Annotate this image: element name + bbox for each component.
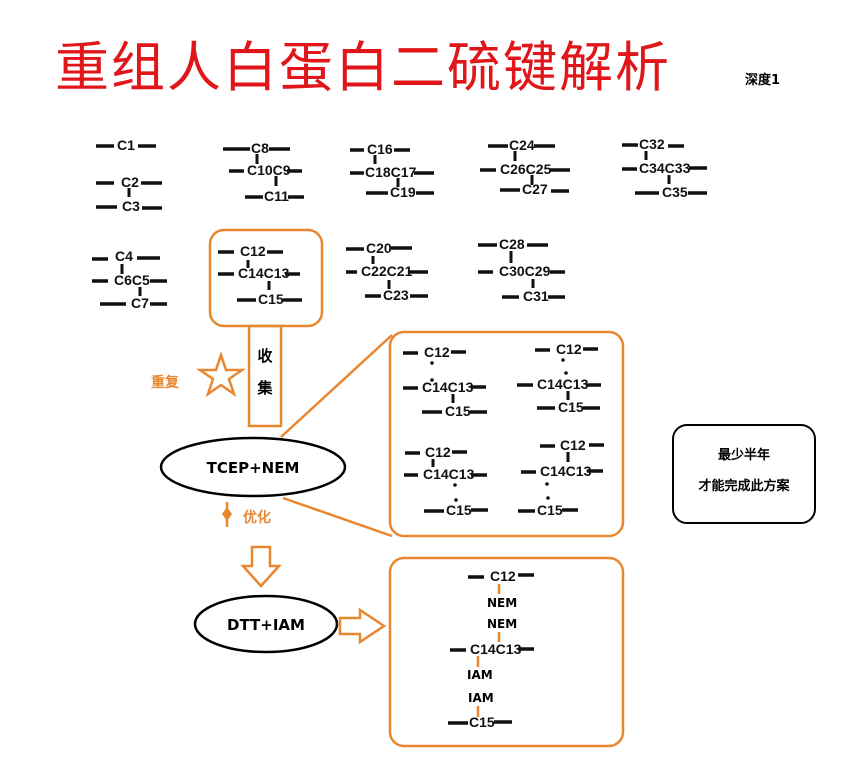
isomer-box — [388, 330, 625, 538]
cys-group-4: C24 C26C25 C27 — [480, 137, 570, 197]
isomer-1: C12 C14C13 C15 — [403, 344, 487, 419]
collect-box — [247, 324, 283, 428]
cys-label: C22C21 — [361, 263, 413, 279]
star-icon — [195, 351, 247, 398]
isomer-2: C12 C14C13 C15 — [517, 341, 601, 415]
cys-label: C16 — [367, 141, 393, 157]
isomer-3: C12 C14C13 C15 — [404, 444, 488, 518]
tcep-nem-step — [159, 436, 347, 498]
cys-label: C15 — [558, 399, 584, 415]
cys-group-7: C12 C14C13 C15 — [218, 243, 302, 307]
cys-group-3: C16 C18C17 C19 — [350, 141, 434, 200]
reagent-label: NEM — [487, 596, 517, 610]
cys-label: C6C5 — [114, 272, 150, 288]
note-line-1: 最少半年 — [718, 447, 770, 463]
cys-label: C15 — [469, 714, 495, 730]
cys-label: C14C13 — [423, 466, 475, 482]
cys-label: C12 — [240, 243, 266, 259]
cys-group-9: C28 C30C29 C31 — [478, 236, 565, 304]
collect-char-2: 集 — [256, 379, 273, 397]
cys-label: C15 — [446, 502, 472, 518]
depth-label: 深度1 — [745, 72, 780, 88]
dtt-iam-label: DTT+IAM — [227, 616, 305, 634]
cys-group-2: C8 C10C9 C11 — [223, 140, 304, 204]
cys-label: C18C17 — [365, 164, 417, 180]
final-structure: C12 NEM NEM C14C13 IAM IAM C15 — [448, 568, 534, 730]
cys-label: C19 — [390, 184, 416, 200]
cys-group-8: C20 C22C21 C23 — [346, 240, 428, 303]
cys-label: C12 — [490, 568, 516, 584]
cys-label: C32 — [639, 136, 665, 152]
cys-label: C14C13 — [540, 463, 592, 479]
collect-char-1: 收 — [257, 347, 272, 365]
arrow-down-icon — [240, 545, 282, 588]
page-title: 重组人白蛋白二硫键解析 — [55, 36, 671, 99]
cys-label: C3 — [122, 198, 140, 214]
cys-label: C15 — [537, 502, 563, 518]
reagent-label: NEM — [487, 617, 517, 631]
cys-group-1: C1 C2 C3 — [96, 137, 162, 214]
cys-label: C27 — [522, 181, 548, 197]
reagent-label: IAM — [467, 668, 493, 682]
cys-label: C1 — [117, 137, 135, 153]
cys-label: C26C25 — [500, 161, 552, 177]
cys-label: C34C33 — [639, 160, 691, 176]
sparkle-icon — [222, 502, 232, 527]
isomer-4: C12 C14C13 C15 — [518, 437, 604, 518]
cys-label: C12 — [424, 344, 450, 360]
final-box — [388, 556, 625, 748]
cys-label: C15 — [445, 403, 471, 419]
dtt-iam-step — [193, 594, 339, 654]
note-line-2: 才能完成此方案 — [698, 478, 790, 494]
cys-label: C15 — [258, 291, 284, 307]
reagent-label: IAM — [468, 691, 494, 705]
cys-label: C14C13 — [537, 376, 589, 392]
cys-label: C8 — [251, 140, 269, 156]
cys-label: C2 — [121, 174, 139, 190]
cys-group-5: C32 C34C33 C35 — [622, 136, 707, 200]
cys-label: C14C13 — [238, 265, 290, 281]
cys-label: C4 — [115, 248, 133, 264]
cys-label: C7 — [131, 295, 149, 311]
arrow-right-icon — [338, 607, 387, 645]
cys-label: C12 — [425, 444, 451, 460]
cys-label: C30C29 — [499, 263, 551, 279]
optimize-label: 优化 — [243, 509, 271, 526]
tcep-nem-label: TCEP+NEM — [207, 459, 300, 477]
repeat-label: 重复 — [151, 374, 180, 391]
cys-label: C12 — [556, 341, 582, 357]
note-box — [672, 424, 816, 524]
cys-label: C11 — [264, 188, 289, 204]
cys-label: C20 — [366, 240, 392, 256]
cys-label: C12 — [560, 437, 586, 453]
cys-label: C24 — [509, 137, 535, 153]
cys-label: C31 — [523, 288, 549, 304]
cys-label: C14C13 — [422, 379, 474, 395]
cys-label: C35 — [662, 184, 688, 200]
cys-group-6: C4 C6C5 C7 — [92, 248, 167, 311]
cys-label: C28 — [499, 236, 525, 252]
cys-label: C10C9 — [247, 162, 291, 178]
cys-label: C14C13 — [470, 641, 522, 657]
cys-label: C23 — [383, 287, 409, 303]
